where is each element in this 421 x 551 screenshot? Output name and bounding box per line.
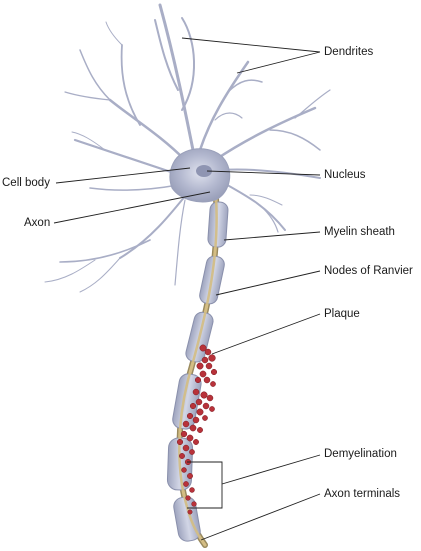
leader-nucleus <box>206 170 321 176</box>
leader-myelin-sheath <box>223 231 321 241</box>
leader-demyelination <box>221 454 321 485</box>
axon-core-overlay <box>178 196 218 547</box>
leader-dendrites-2 <box>236 51 321 74</box>
demyelination-bracket <box>187 461 223 509</box>
dendrites-branches <box>44 3 331 293</box>
label-myelin-sheath: Myelin sheath <box>324 226 395 238</box>
plaque-particles <box>176 344 218 515</box>
label-plaque: Plaque <box>324 308 360 320</box>
nucleus-shape <box>196 165 212 177</box>
leader-lines <box>53 37 321 541</box>
label-cell-body: Cell body <box>2 177 50 189</box>
label-nodes-of-ranvier: Nodes of Ranvier <box>324 265 413 277</box>
label-nucleus: Nucleus <box>324 169 366 181</box>
label-demyelination: Demyelination <box>324 448 397 460</box>
label-dendrites: Dendrites <box>324 46 374 58</box>
leader-plaque <box>211 313 321 355</box>
myelin-sheath-segments <box>166 201 229 542</box>
label-axon-terminals: Axon terminals <box>324 488 401 500</box>
leader-dendrites-1 <box>181 37 321 53</box>
cell-body <box>169 148 231 203</box>
leader-cell-body <box>55 167 191 184</box>
leader-nodes-of-ranvier <box>215 270 321 296</box>
leader-axon <box>53 191 211 224</box>
leader-axon-terminals <box>200 493 321 541</box>
label-axon: Axon <box>24 217 51 229</box>
